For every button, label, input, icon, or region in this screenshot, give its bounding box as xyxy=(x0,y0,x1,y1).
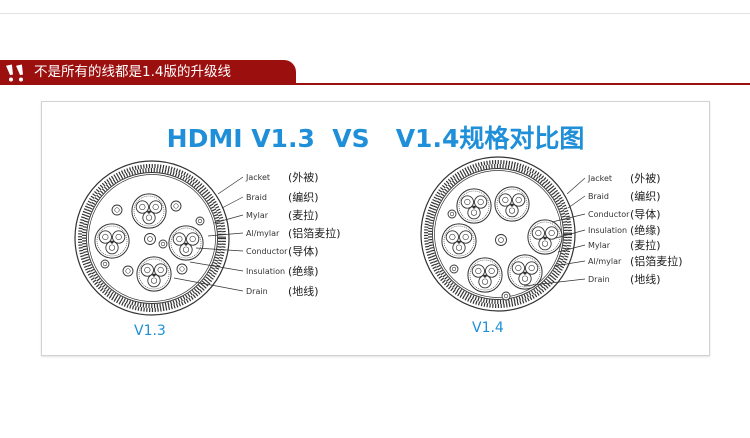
left-cable-leader-line xyxy=(195,247,244,252)
right-cable-leader-line xyxy=(566,177,586,195)
right-cable-label-en: Braid xyxy=(588,192,609,201)
exclamation-icon xyxy=(6,64,23,82)
left-cable-label-en: Braid xyxy=(246,193,267,202)
left-cable-leader-line xyxy=(217,176,244,195)
left-cable-label-cn: (外被) xyxy=(288,171,319,184)
right-cable-label-cn: (编织) xyxy=(630,189,661,203)
right-cable-leader-line xyxy=(555,229,586,239)
left-cable-label-cn: (铝箔麦拉) xyxy=(288,226,341,240)
left-cable-label-en: Drain xyxy=(246,287,268,296)
right-cable-label-cn: (导体) xyxy=(630,207,661,221)
right-cable-label-en: Jacket xyxy=(587,174,612,183)
left-cable-label-en: Mylar xyxy=(246,211,269,220)
left-cable-cross-section: Jacket (外被) Braid (编织) Mylar (麦拉) Al/mylar (铝箔麦… xyxy=(74,160,341,316)
right-cable-leader-line xyxy=(557,244,586,253)
right-cable-label-cn: (外被) xyxy=(630,172,661,185)
right-cable-label-cn: (麦拉) xyxy=(630,238,661,252)
right-cable-label-cn: (绝缘) xyxy=(630,223,661,237)
right-cable-label-en: Al/mylar xyxy=(588,257,622,266)
left-cable-leader-line xyxy=(207,232,244,237)
banner-text: 不是所有的线都是1.4版的升级线 xyxy=(34,64,231,80)
right-cable-cross-section: Jacket (外被) Braid (编织)Conductor(导体)Insulati… xyxy=(420,156,683,312)
comparison-panel: HDMI V1.3 VS V1.4规格对比图 Jacket (外被) Braid (编… xyxy=(41,101,710,356)
left-cable-label-cn: (麦拉) xyxy=(288,208,319,222)
right-cable-label-cn: (地线) xyxy=(630,272,661,286)
right-cable-label-en: Drain xyxy=(588,275,610,284)
right-cable-label-en: Mylar xyxy=(588,241,611,250)
left-cable-leader-line xyxy=(173,277,244,292)
cable-diagram: Jacket (外被) Braid (编织) Mylar (麦拉) Al/mylar (铝箔麦… xyxy=(74,156,683,316)
left-cable-label-en: Al/mylar xyxy=(246,229,280,238)
right-cable-leader-line xyxy=(523,278,586,287)
left-cable-label-en: Jacket xyxy=(245,173,270,182)
right-cable-leader-line xyxy=(567,195,586,209)
left-cable-leader-line xyxy=(213,214,244,224)
right-version-label: V1.4 xyxy=(472,320,504,336)
left-cable-label-cn: (绝缘) xyxy=(288,264,319,278)
right-cable-leader-line xyxy=(553,260,586,267)
section-banner: 不是所有的线都是1.4版的升级线 xyxy=(0,60,296,85)
left-cable-leader-line xyxy=(189,261,244,272)
left-cable-label-en: Insulation xyxy=(246,267,285,276)
right-cable-label-en: Insulation xyxy=(588,226,627,235)
top-divider xyxy=(0,13,750,14)
banner-rule xyxy=(0,83,750,85)
right-cable-leader-line xyxy=(551,213,586,223)
right-cable-label-cn: (铝箔麦拉) xyxy=(630,254,683,268)
right-cable-label-en: Conductor xyxy=(588,210,630,219)
left-cable-label-cn: (地线) xyxy=(288,284,319,298)
left-cable-label-en: Conductor xyxy=(246,247,288,256)
left-version-label: V1.3 xyxy=(134,323,166,339)
left-cable-label-cn: (编织) xyxy=(288,190,319,204)
left-cable-label-cn: (导体) xyxy=(288,244,319,258)
left-cable-leader-line xyxy=(221,196,244,209)
page-title: HDMI V1.3 VS V1.4规格对比图 xyxy=(166,124,585,153)
